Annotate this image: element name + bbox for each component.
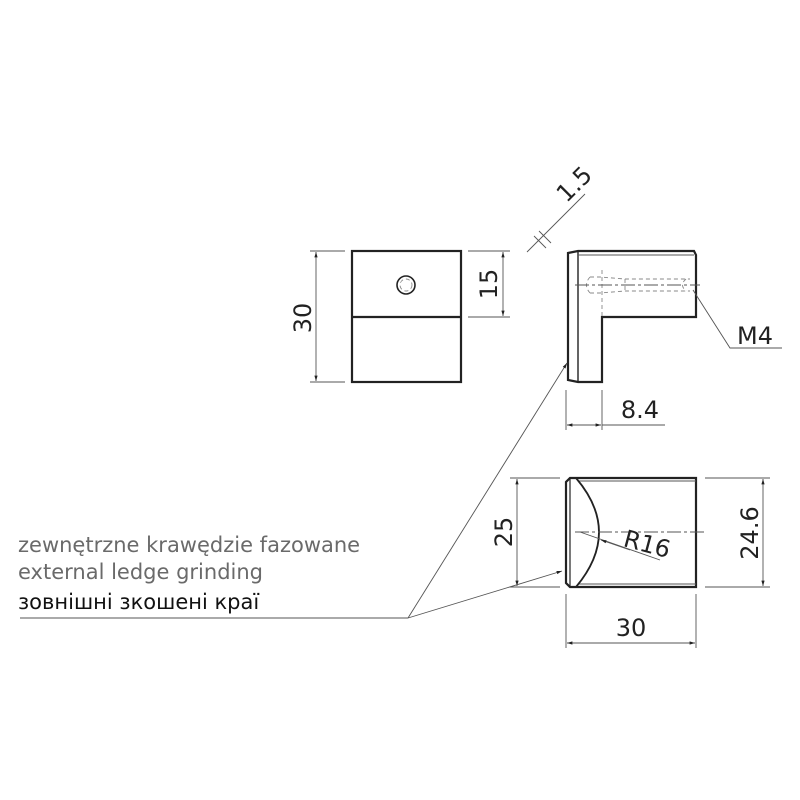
note-english: external ledge grinding xyxy=(18,560,264,584)
dim-radius: R16 xyxy=(621,525,674,564)
note-leader xyxy=(20,362,568,619)
dim-front-upper: 15 xyxy=(475,269,503,300)
dim-height-right: 24.6 xyxy=(736,506,764,559)
side-view xyxy=(526,193,782,430)
dim-width: 30 xyxy=(616,614,647,642)
note-polish: zewnętrzne krawędzie fazowane xyxy=(18,533,361,557)
dim-depth: 8.4 xyxy=(621,396,659,424)
dim-front-height: 30 xyxy=(289,303,317,334)
dim-flange: 1.5 xyxy=(551,161,598,208)
dim-thread: M4 xyxy=(737,322,773,350)
note-ukrainian: зовнішні зкошені краї xyxy=(18,590,260,614)
bottom-view xyxy=(510,476,770,648)
dim-height-bottom: 25 xyxy=(490,517,518,548)
front-view xyxy=(310,249,510,384)
